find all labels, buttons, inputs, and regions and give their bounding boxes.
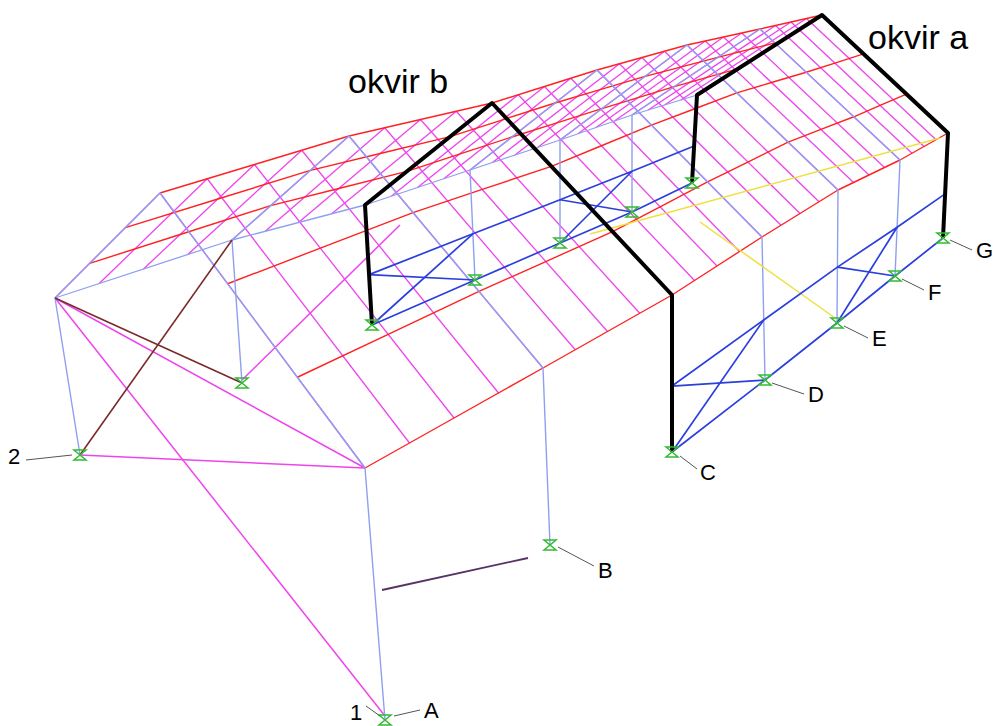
support-symbol <box>759 375 771 385</box>
wall-bracing <box>560 171 632 243</box>
wall-bracing <box>837 267 895 276</box>
roof-rafter <box>596 37 724 128</box>
roof-rafter <box>571 78 740 251</box>
wall-bracing <box>369 275 475 280</box>
callout-letter: 1 <box>350 700 362 725</box>
wall-rail <box>672 194 945 386</box>
support-symbol <box>74 450 86 460</box>
support-symbol <box>666 447 678 457</box>
gable-member <box>55 298 385 716</box>
roof-bracing <box>590 138 940 234</box>
roof-bracing <box>700 222 835 318</box>
callout-letter: 2 <box>8 444 20 469</box>
support-label: 1 <box>350 702 362 724</box>
support-label: 2 <box>8 446 20 468</box>
leader-line <box>26 455 72 460</box>
highlighted-frame <box>365 103 672 452</box>
wall-bracing <box>837 227 897 323</box>
support-symbol <box>379 715 391 725</box>
support-symbol <box>366 320 378 330</box>
frame-label: okvir a <box>868 20 968 54</box>
roof-rafter <box>681 19 807 101</box>
wall-rail <box>672 238 943 452</box>
roof-rafter <box>332 111 457 214</box>
frame-member <box>632 29 900 276</box>
gable-member <box>55 298 365 468</box>
wall-bracing <box>672 380 765 386</box>
frame-member <box>55 193 385 720</box>
leader-line <box>844 326 868 338</box>
roof-rafter <box>493 64 620 163</box>
support-symbol <box>686 178 698 188</box>
support-label: A <box>424 700 439 722</box>
roof-rafter <box>302 150 499 393</box>
callout-letter: E <box>872 326 887 351</box>
tie-beam <box>382 558 528 590</box>
support-symbol <box>236 378 248 388</box>
leader-line <box>950 240 972 250</box>
support-label: D <box>808 384 824 406</box>
callout-letter: C <box>700 460 716 485</box>
support-symbol <box>544 540 556 550</box>
leader-line <box>772 383 804 394</box>
roof-rafter <box>665 22 792 105</box>
support-symbol <box>469 275 481 285</box>
support-symbol <box>937 233 949 243</box>
callout-letter: G <box>976 238 993 263</box>
support-symbol <box>554 238 566 248</box>
support-label: E <box>872 328 887 350</box>
wall-bracing <box>560 200 632 212</box>
leader-line <box>558 547 594 566</box>
frame-label: okvir b <box>348 64 448 98</box>
support-label: G <box>976 240 993 262</box>
gable-member <box>80 455 365 468</box>
wall-rail <box>372 183 692 325</box>
wall-bracing <box>55 298 242 383</box>
frame-name: okvir a <box>868 18 968 56</box>
leader-line <box>902 279 924 290</box>
support-label: B <box>598 560 613 582</box>
frame-member <box>232 136 550 545</box>
leader-line <box>394 710 420 716</box>
frame-name: okvir b <box>348 62 448 100</box>
frame-member <box>470 70 765 380</box>
roof-rafter <box>665 51 820 202</box>
support-label: C <box>700 462 716 484</box>
callout-letter: D <box>808 382 824 407</box>
roof-rafter <box>705 41 853 183</box>
leader-line <box>366 706 380 716</box>
members <box>55 15 948 720</box>
support-symbol <box>889 271 901 281</box>
roof-rafter <box>578 41 705 134</box>
supports <box>74 178 949 725</box>
wall-bracing <box>80 240 232 455</box>
leader-lines <box>26 240 972 716</box>
roof-rafter <box>421 120 608 332</box>
support-label: F <box>928 282 941 304</box>
roof-rafter <box>648 26 775 111</box>
callout-letter: F <box>928 280 941 305</box>
leader-line <box>680 456 697 469</box>
support-symbol <box>626 207 638 217</box>
roof-purlin <box>365 133 948 468</box>
callout-letter: A <box>424 698 439 723</box>
roof-rafter <box>515 58 642 156</box>
callout-letter: B <box>598 558 613 583</box>
support-symbol <box>831 318 843 328</box>
roof-purlin <box>297 94 906 377</box>
